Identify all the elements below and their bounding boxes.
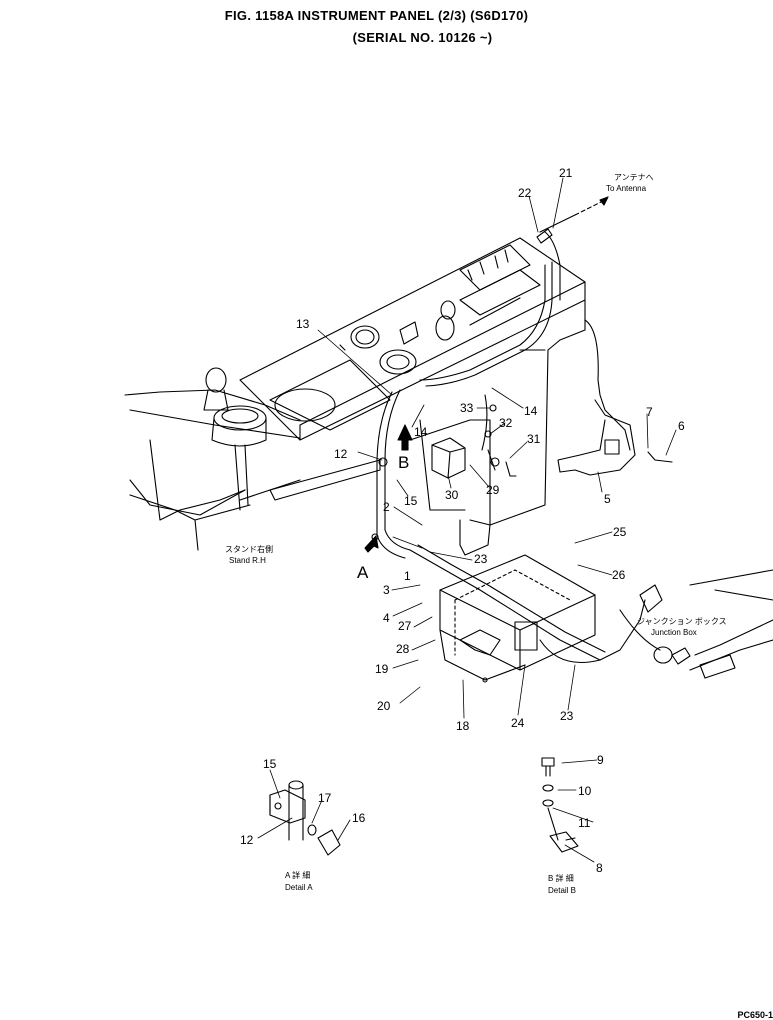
shift-lever xyxy=(203,367,267,447)
junction-box-assembly xyxy=(439,554,596,683)
callout-4: 4 xyxy=(383,611,390,625)
antenna-label-en: To Antenna xyxy=(606,184,647,193)
text-annotations: アンテナへ To Antenna スタンド右側 Stand R.H ジャンクショ… xyxy=(225,173,727,895)
callout-20: 20 xyxy=(377,699,391,713)
cab-outline xyxy=(124,389,381,551)
callout-27: 27 xyxy=(398,619,412,633)
junction-label-en: Junction Box xyxy=(651,628,697,637)
dashboard-panel xyxy=(239,237,586,441)
bracket-5 xyxy=(557,399,673,476)
callout-14-left: 14 xyxy=(414,425,428,439)
callout-19: 19 xyxy=(375,662,389,676)
callout-22: 22 xyxy=(518,186,532,200)
callout-2: 2 xyxy=(383,500,390,514)
figure-subtitle: (SERIAL NO. 10126 ~) xyxy=(352,30,493,45)
callout-9: 9 xyxy=(597,753,604,767)
callout-15-detail: 15 xyxy=(263,757,277,771)
callout-28: 28 xyxy=(396,642,410,656)
leader-lines xyxy=(257,177,677,863)
stand-label-jp: スタンド右側 xyxy=(225,544,273,554)
callout-25: 25 xyxy=(613,525,627,539)
view-arrows xyxy=(364,196,609,553)
relay-30 xyxy=(431,437,466,479)
callout-24: 24 xyxy=(511,716,525,730)
right-console xyxy=(409,299,586,556)
callout-3: 3 xyxy=(383,583,390,597)
callout-31: 31 xyxy=(527,432,541,446)
antenna-lead xyxy=(536,199,606,244)
callout-15: 15 xyxy=(404,494,418,508)
callout-33: 33 xyxy=(460,401,474,415)
detail-a-label-jp: A 詳 細 xyxy=(285,870,310,880)
callout-23-upper: 23 xyxy=(474,552,488,566)
callout-10: 10 xyxy=(578,784,592,798)
callout-12-detail: 12 xyxy=(240,833,254,847)
callout-12: 12 xyxy=(334,447,348,461)
callout-30: 30 xyxy=(445,488,459,502)
callout-26: 26 xyxy=(612,568,626,582)
detail-b-drawing xyxy=(541,757,579,853)
stand-label-en: Stand R.H xyxy=(229,556,266,565)
callout-7: 7 xyxy=(646,405,653,419)
callout-16: 16 xyxy=(352,811,366,825)
callout-23-lower: 23 xyxy=(560,709,574,723)
detail-a-drawing xyxy=(269,780,341,856)
figure-title: FIG. 1158A INSTRUMENT PANEL (2/3) (S6D17… xyxy=(224,8,529,23)
callout-13: 13 xyxy=(296,317,310,331)
detail-a-label-en: Detail A xyxy=(285,883,313,892)
junction-box-right xyxy=(619,569,773,679)
detail-b-label-en: Detail B xyxy=(548,886,576,895)
view-marker-b: B xyxy=(398,453,409,472)
callout-numbers: 21 22 13 12 14 14 33 32 31 30 29 15 7 6 … xyxy=(240,166,685,875)
callout-21: 21 xyxy=(559,166,573,180)
junction-label-jp: ジャンクション ボックス xyxy=(637,617,727,626)
callout-29: 29 xyxy=(486,483,500,497)
page-code: PC650-1 xyxy=(737,1010,773,1020)
callout-18: 18 xyxy=(456,719,470,733)
wire-harness xyxy=(376,231,646,664)
fasteners xyxy=(371,404,517,541)
callout-32: 32 xyxy=(499,416,513,430)
callout-11: 11 xyxy=(578,816,591,830)
callout-14-right: 14 xyxy=(524,404,538,418)
callout-5: 5 xyxy=(604,492,611,506)
view-marker-a: A xyxy=(357,563,369,582)
detail-b-label-jp: B 詳 細 xyxy=(548,873,574,883)
antenna-label-jp: アンテナへ xyxy=(614,173,654,182)
callout-6: 6 xyxy=(678,419,685,433)
callout-8: 8 xyxy=(596,861,603,875)
callout-1: 1 xyxy=(404,569,411,583)
callout-17: 17 xyxy=(318,791,332,805)
